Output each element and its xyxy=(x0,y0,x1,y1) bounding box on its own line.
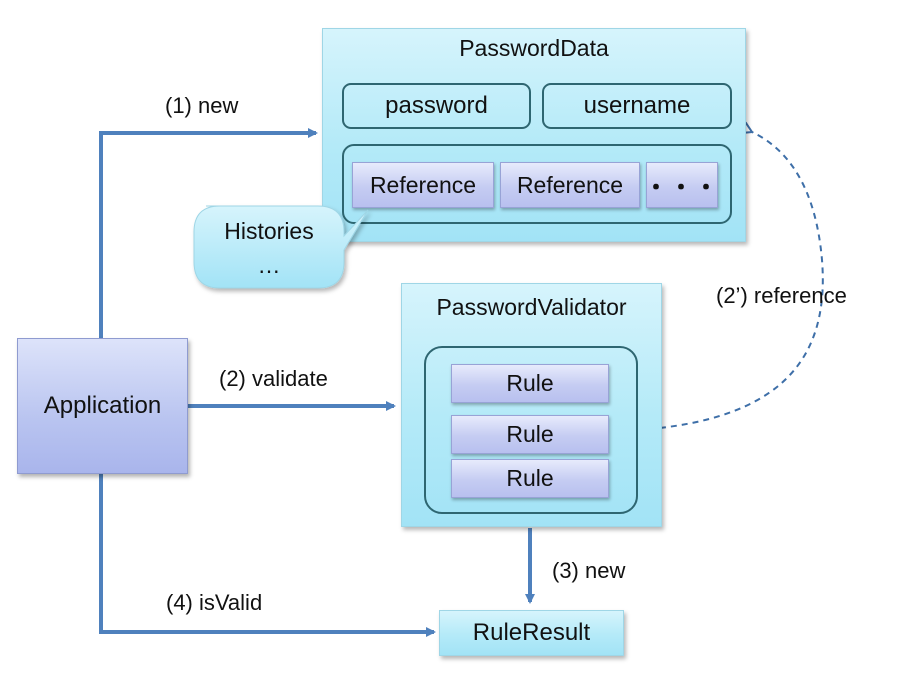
rule-item-2: Rule xyxy=(451,415,609,454)
reference-item-1: Reference xyxy=(352,162,494,208)
arrow-isvalid xyxy=(99,474,436,637)
application-box: Application xyxy=(17,338,188,474)
passwordvalidator-title: PasswordValidator xyxy=(436,294,627,320)
rules-group xyxy=(424,346,638,514)
ruleresult-box: RuleResult xyxy=(439,610,624,656)
histories-label: Histories xyxy=(224,218,314,244)
rule-item-3: Rule xyxy=(451,459,609,498)
edge-label-new-1: (1) new xyxy=(165,93,239,118)
references-group xyxy=(342,144,732,224)
password-field: password xyxy=(342,83,531,129)
edge-label-reference: (2’) reference xyxy=(716,283,847,308)
histories-callout: Histories … xyxy=(194,214,344,282)
rule-item-1: Rule xyxy=(451,364,609,403)
arrow-new-passworddata xyxy=(99,128,318,338)
edge-label-validate: (2) validate xyxy=(219,366,328,391)
passworddata-title: PasswordData xyxy=(459,35,609,61)
edge-label-new-3: (3) new xyxy=(552,558,626,583)
reference-item-more: ・・・ xyxy=(645,162,718,208)
ruleresult-label: RuleResult xyxy=(472,619,591,646)
edge-label-isvalid: (4) isValid xyxy=(166,590,263,615)
username-field: username xyxy=(542,83,732,129)
histories-ellipsis: … xyxy=(257,252,281,278)
reference-item-2: Reference xyxy=(500,162,640,208)
arrow-reference-dashed xyxy=(637,121,824,431)
